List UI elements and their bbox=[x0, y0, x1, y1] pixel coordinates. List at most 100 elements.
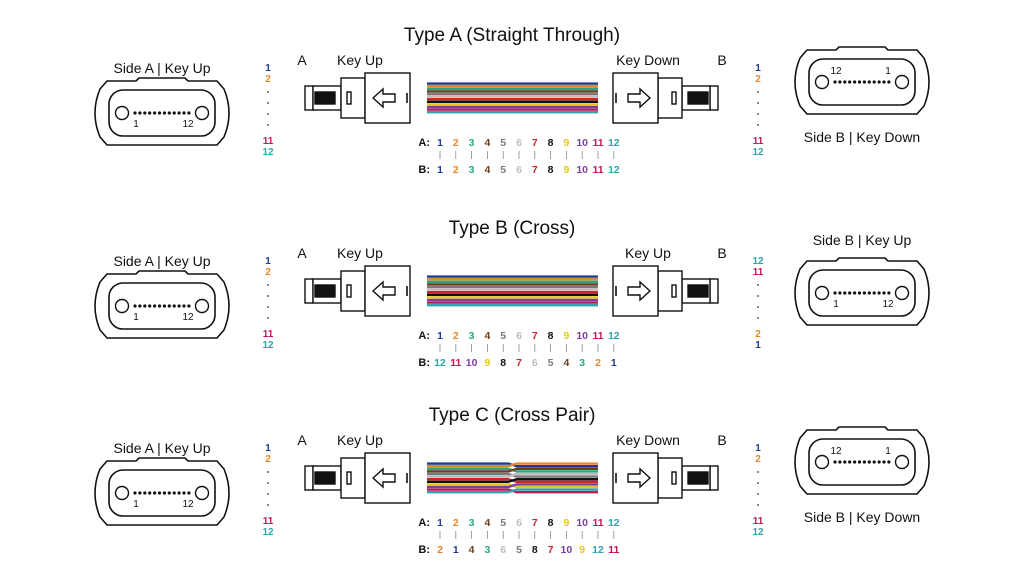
ribbon-fiber bbox=[427, 485, 509, 489]
fiber-position-dot bbox=[838, 80, 842, 84]
fiber-position-dot bbox=[857, 460, 862, 464]
side-a-label: Side A | Key Up bbox=[113, 253, 210, 269]
ribbon-fiber bbox=[427, 100, 598, 103]
ribbon-fiber bbox=[427, 285, 598, 289]
fiber-ellipsis-dot bbox=[757, 504, 759, 506]
arrow-right-icon bbox=[627, 87, 652, 109]
ribbon-fiber bbox=[427, 111, 598, 114]
row-a-fiber: 10 bbox=[576, 330, 588, 342]
fiber-position-dot bbox=[148, 111, 152, 115]
ribbon-fiber bbox=[427, 296, 598, 299]
fiber-position-dot bbox=[162, 491, 166, 495]
ribbon-fiber bbox=[427, 470, 509, 473]
fiber-position-dot bbox=[862, 80, 867, 84]
connector-boot-cap bbox=[304, 465, 314, 491]
connector-collar bbox=[340, 457, 366, 499]
ribbon-fiber-swap bbox=[508, 478, 517, 483]
ferrule-face bbox=[808, 58, 916, 106]
row-b-fiber: 6 bbox=[516, 164, 522, 176]
fiber-position-dot bbox=[177, 304, 181, 308]
ferrule-pin-label: 1 bbox=[133, 499, 139, 510]
arrow-right-icon bbox=[627, 280, 652, 302]
fiber-position-dot bbox=[177, 111, 181, 115]
fiber-position-dot bbox=[133, 111, 137, 115]
connector-boot-cap bbox=[709, 465, 719, 491]
fiber-position-dot bbox=[877, 80, 881, 84]
guide-pin-hole bbox=[114, 105, 130, 121]
row-a-fiber: 11 bbox=[592, 330, 603, 342]
fiber-ellipsis-dot bbox=[757, 102, 759, 104]
fiber-position-dot bbox=[877, 291, 881, 295]
fiber-ellipsis-dot bbox=[757, 91, 759, 93]
connector-collar bbox=[657, 457, 683, 499]
row-b-fiber: 7 bbox=[548, 544, 554, 556]
ribbon-fiber bbox=[427, 98, 598, 101]
ferrule-pin-label: 12 bbox=[182, 119, 194, 130]
row-b-fiber: 7 bbox=[532, 164, 538, 176]
fiber-position-dot bbox=[848, 460, 852, 464]
fiber-position-dot bbox=[848, 291, 852, 295]
connector-ferrule-tip bbox=[687, 471, 709, 485]
ribbon-fiber-swap bbox=[508, 462, 517, 468]
row-a-fiber: 9 bbox=[563, 517, 569, 529]
fiber-position-dot bbox=[833, 291, 837, 295]
connector-boot-cap bbox=[709, 278, 719, 304]
connector-boot-cap bbox=[304, 85, 314, 111]
fiber-position-dot bbox=[182, 111, 186, 115]
fiber-ellipsis-dot bbox=[757, 113, 759, 115]
fiber-position-dot bbox=[187, 304, 191, 308]
connector-a-key: Key Up bbox=[337, 52, 383, 68]
guide-pin-hole bbox=[194, 485, 210, 501]
fiber-position-dot bbox=[843, 80, 847, 84]
ribbon-fiber bbox=[427, 283, 598, 286]
connector-latch bbox=[671, 471, 677, 485]
fiber-number-label: 2 bbox=[265, 454, 271, 465]
panel-type-a: Type A (Straight Through)Side A | Key Up… bbox=[94, 25, 930, 176]
guide-pin-hole bbox=[114, 485, 130, 501]
fiber-position-dot bbox=[853, 460, 857, 464]
ferrule-pin-label: 1 bbox=[885, 66, 891, 77]
row-b-fiber: 4 bbox=[484, 164, 490, 176]
ribbon-fiber bbox=[427, 108, 598, 111]
fiber-ellipsis-dot bbox=[267, 493, 269, 495]
ferrule-pin-label: 12 bbox=[182, 312, 194, 323]
guide-pin-hole bbox=[194, 105, 210, 121]
fiber-number-label: 12 bbox=[262, 527, 274, 538]
row-a-fiber: 11 bbox=[592, 137, 603, 149]
fiber-position-dot bbox=[182, 304, 186, 308]
ribbon-fiber bbox=[516, 462, 598, 465]
ribbon-fiber bbox=[427, 301, 598, 304]
connector-a-key: Key Up bbox=[337, 432, 383, 448]
connector-latch bbox=[346, 284, 352, 298]
connector-b-key: Key Up bbox=[625, 245, 671, 261]
connector-b-letter: B bbox=[717, 52, 726, 68]
fiber-position-dot bbox=[867, 80, 871, 84]
row-b-fiber: 1 bbox=[453, 544, 459, 556]
fiber-position-dot bbox=[862, 291, 867, 295]
fiber-ellipsis-dot bbox=[757, 482, 759, 484]
row-a-fiber: 1 bbox=[437, 137, 443, 149]
side-b-label: Side B | Key Down bbox=[804, 129, 920, 145]
ribbon-fiber bbox=[516, 488, 598, 491]
fiber-position-dot bbox=[882, 80, 886, 84]
fiber-position-dot bbox=[143, 304, 147, 308]
guide-pin-hole bbox=[814, 285, 830, 301]
fiber-position-dot bbox=[148, 304, 152, 308]
row-a-fiber: 1 bbox=[437, 517, 443, 529]
fiber-number-label: 1 bbox=[755, 340, 761, 351]
row-a-fiber: 6 bbox=[516, 330, 522, 342]
connector-b-key: Key Down bbox=[616, 432, 680, 448]
fiber-position-dot bbox=[133, 304, 137, 308]
row-a-fiber: 12 bbox=[608, 330, 620, 342]
fiber-position-dot bbox=[157, 491, 162, 495]
ribbon-fiber bbox=[427, 275, 598, 278]
guide-pin-hole bbox=[194, 298, 210, 314]
ribbon-fiber bbox=[427, 480, 509, 483]
ribbon-fiber bbox=[427, 95, 598, 98]
fiber-position-dot bbox=[848, 80, 852, 84]
fiber-position-dot bbox=[857, 80, 862, 84]
fiber-ellipsis-dot bbox=[267, 91, 269, 93]
connector-latch bbox=[671, 284, 677, 298]
